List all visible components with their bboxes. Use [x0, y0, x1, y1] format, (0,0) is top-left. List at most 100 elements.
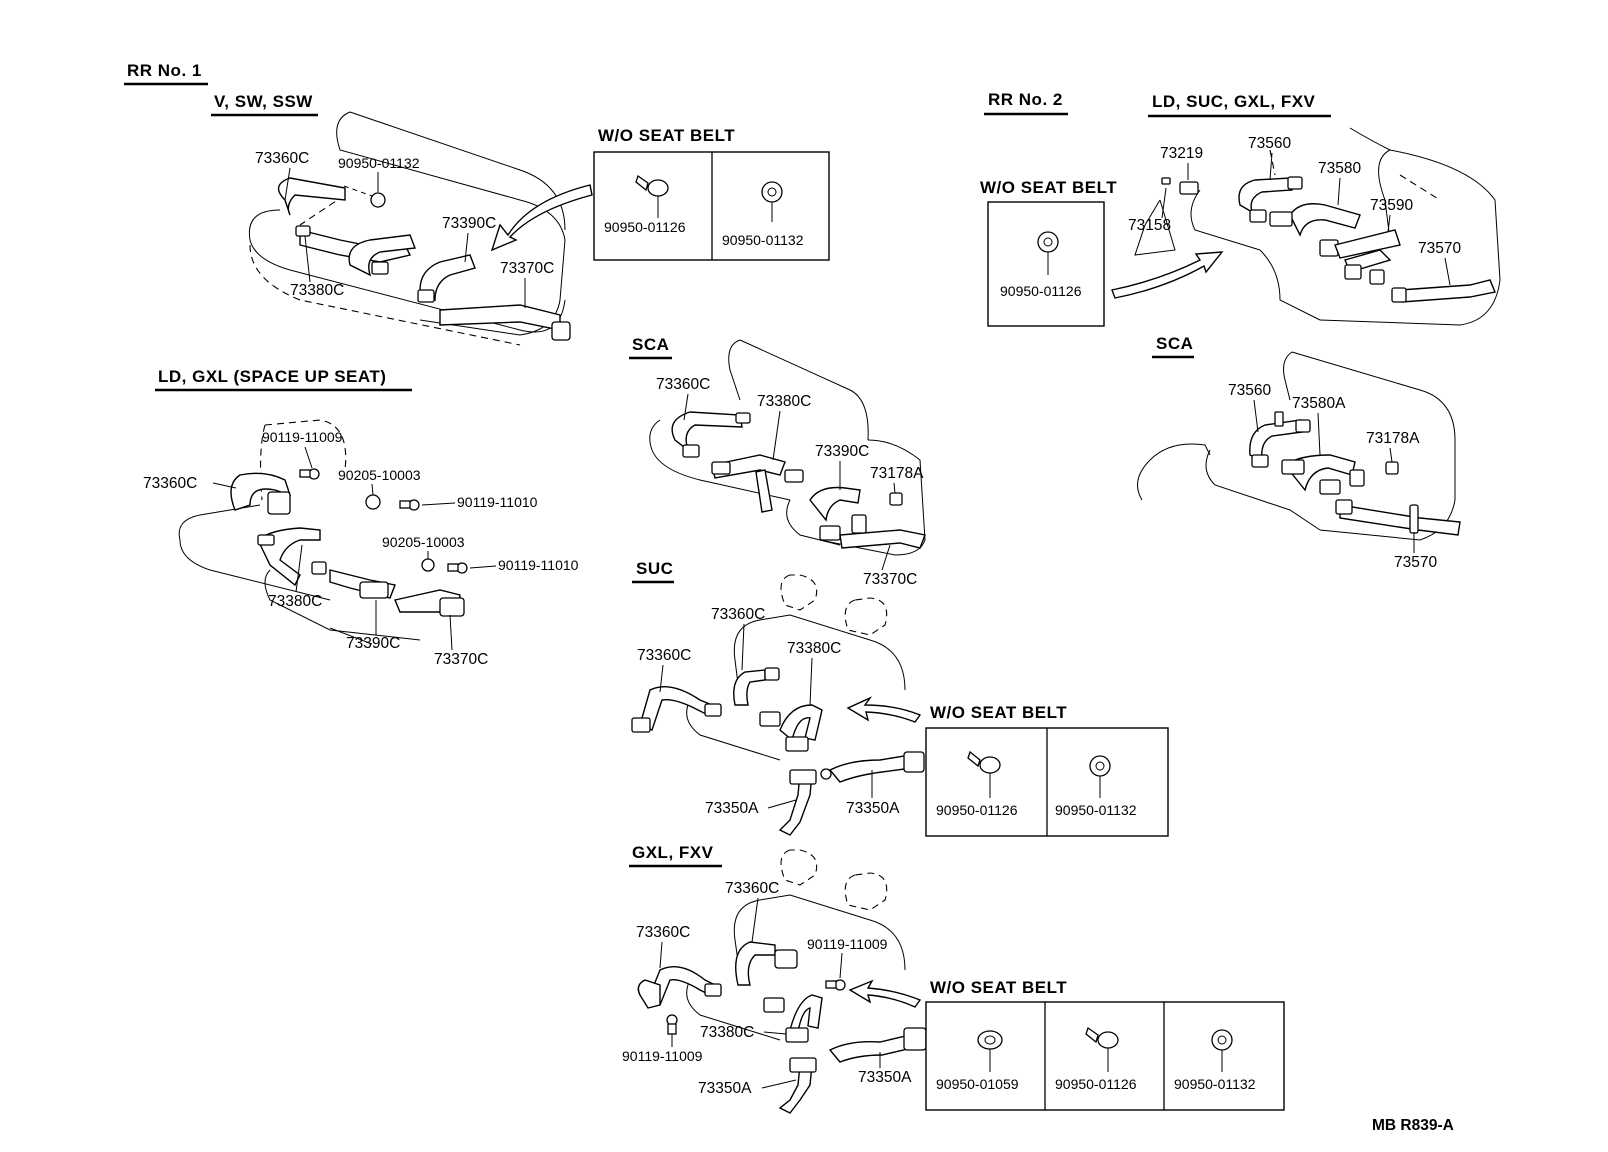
- heading-suc: SUC: [636, 559, 673, 578]
- wo-seat-belt-box-2: W/O SEAT BELT 90950-01126: [980, 178, 1117, 327]
- wo-seat-belt-box-4: W/O SEAT BELT 90950-01059 90950-01126 90…: [925, 978, 1285, 1111]
- wo-box-1-part-2: 90950-01132: [722, 232, 804, 248]
- arrow-from-wo-box-2: [1111, 251, 1224, 299]
- label-73360c-b: 73360C: [636, 924, 690, 941]
- labels-sca-left: 73360C 73380C 73390C 73178A 73370C: [656, 376, 924, 588]
- label-73360c: 73360C: [656, 376, 710, 393]
- labels-rr2: 73219 73560 73580 73590 73158 73570: [1128, 135, 1461, 286]
- label-73350a: 73350A: [705, 800, 759, 817]
- bolt-icon: [1085, 1026, 1119, 1049]
- arrow-to-wo-box-3: [846, 696, 922, 723]
- label-73350a-b: 73350A: [858, 1069, 912, 1086]
- seat-suc: [631, 574, 925, 836]
- wo-box-4-title: W/O SEAT BELT: [930, 978, 1067, 997]
- label-73560: 73560: [1228, 382, 1271, 399]
- arrow-to-wo-box-4: [848, 979, 922, 1008]
- washer-icon: [365, 494, 381, 510]
- grommet-icon: [1089, 755, 1111, 777]
- grommet-icon: [977, 1030, 1003, 1050]
- grommet-icon: [761, 181, 783, 203]
- label-73370c: 73370C: [500, 260, 554, 277]
- label-73380c: 73380C: [290, 282, 344, 299]
- label-90205-10003: 90205-10003: [338, 467, 421, 483]
- label-73390c: 73390C: [815, 443, 869, 460]
- seat-sca-right: [1137, 351, 1461, 541]
- labels-gxl-fxv: 73360C 73360C 90119-11009 73380C 90119-1…: [622, 880, 912, 1097]
- heading-ld-gxl-space-up: LD, GXL (SPACE UP SEAT): [158, 367, 386, 386]
- label-73158: 73158: [1128, 217, 1171, 234]
- label-73360c: 73360C: [143, 475, 197, 492]
- labels-suc: 73360C 73360C 73380C 73350A 73350A: [637, 606, 900, 817]
- label-73219: 73219: [1160, 145, 1203, 162]
- wo-box-3-part-1: 90950-01126: [936, 802, 1018, 818]
- label-73380c: 73380C: [700, 1024, 754, 1041]
- heading-v-sw-ssw: V, SW, SSW: [214, 92, 313, 111]
- label-73560: 73560: [1248, 135, 1291, 152]
- wo-box-4-part-3: 90950-01132: [1174, 1076, 1256, 1092]
- seat-sca-left: [649, 339, 926, 556]
- label-73570: 73570: [1394, 554, 1437, 571]
- bolt-icon: [299, 468, 320, 480]
- label-90950-01132: 90950-01132: [338, 155, 420, 171]
- wo-box-4-part-2: 90950-01126: [1055, 1076, 1137, 1092]
- section-headings: RR No. 1 V, SW, SSW LD, GXL (SPACE UP SE…: [124, 61, 1331, 868]
- label-90119-11009: 90119-11009: [807, 936, 888, 952]
- bolt-icon: [825, 979, 846, 991]
- label-73370c: 73370C: [434, 651, 488, 668]
- label-73380c: 73380C: [757, 393, 811, 410]
- bolt-icon: [399, 499, 420, 511]
- bolt-icon: [820, 768, 832, 780]
- seat-v-sw-ssw: [248, 111, 571, 346]
- seat-ld-gxl-space-up: [178, 419, 468, 641]
- heading-sca-right: SCA: [1156, 334, 1193, 353]
- wo-box-2-title: W/O SEAT BELT: [980, 178, 1117, 197]
- heading-rr-no-1: RR No. 1: [127, 61, 202, 80]
- grommet-icon: [1037, 231, 1059, 253]
- grommet-icon: [1211, 1029, 1233, 1051]
- label-73380c: 73380C: [787, 640, 841, 657]
- label-90119-11009-b: 90119-11009: [622, 1048, 703, 1064]
- bolt-icon: [447, 562, 468, 574]
- wo-box-3-title: W/O SEAT BELT: [930, 703, 1067, 722]
- label-73178a: 73178A: [870, 465, 924, 482]
- label-90119-11010: 90119-11010: [457, 494, 538, 510]
- label-73178a: 73178A: [1366, 430, 1420, 447]
- wo-seat-belt-box-3: W/O SEAT BELT 90950-01126 90950-01132: [925, 703, 1169, 837]
- drawing-reference: MB R839-A: [1372, 1117, 1454, 1134]
- label-73360c: 73360C: [711, 606, 765, 623]
- label-73570: 73570: [1418, 240, 1461, 257]
- seat-ld-suc-gxl-fxv: [1134, 127, 1501, 326]
- wo-box-3-part-2: 90950-01132: [1055, 802, 1137, 818]
- label-73580: 73580: [1318, 160, 1361, 177]
- arrow-to-wo-box-1: [490, 184, 593, 252]
- label-90119-11009: 90119-11009: [262, 429, 343, 445]
- labels-v-sw-ssw: 73360C 90950-01132 73390C 73370C 73380C: [255, 150, 554, 308]
- label-73380c: 73380C: [268, 593, 322, 610]
- bolt-icon: [666, 1014, 678, 1035]
- wo-box-1-part-1: 90950-01126: [604, 219, 686, 235]
- wo-seat-belt-box-1: W/O SEAT BELT 90950-01126 90950-01132: [593, 126, 830, 261]
- label-73360c: 73360C: [725, 880, 779, 897]
- heading-sca-left: SCA: [632, 335, 669, 354]
- wo-box-2-part-1: 90950-01126: [1000, 283, 1082, 299]
- label-73370c: 73370C: [863, 571, 917, 588]
- wo-box-4-part-1: 90950-01059: [936, 1076, 1019, 1092]
- heading-ld-suc-gxl-fxv: LD, SUC, GXL, FXV: [1152, 92, 1316, 111]
- labels-sca-right: 73560 73580A 73178A 73570: [1228, 382, 1437, 571]
- label-73390c: 73390C: [442, 215, 496, 232]
- bolt-icon: [635, 174, 669, 197]
- label-73590: 73590: [1370, 197, 1413, 214]
- label-73350a: 73350A: [698, 1080, 752, 1097]
- washer-icon: [421, 558, 435, 572]
- label-73360c: 73360C: [255, 150, 309, 167]
- heading-gxl-fxv: GXL, FXV: [632, 843, 714, 862]
- labels-ld-gxl: 90119-11009 73360C 90205-10003 90119-110…: [143, 429, 579, 668]
- label-73360c-b: 73360C: [637, 647, 691, 664]
- label-73350a-b: 73350A: [846, 800, 900, 817]
- wo-box-1-title: W/O SEAT BELT: [598, 126, 735, 145]
- heading-rr-no-2: RR No. 2: [988, 90, 1063, 109]
- label-90205-10003-b: 90205-10003: [382, 534, 465, 550]
- label-73580a: 73580A: [1292, 395, 1346, 412]
- label-90119-11010-b: 90119-11010: [498, 557, 579, 573]
